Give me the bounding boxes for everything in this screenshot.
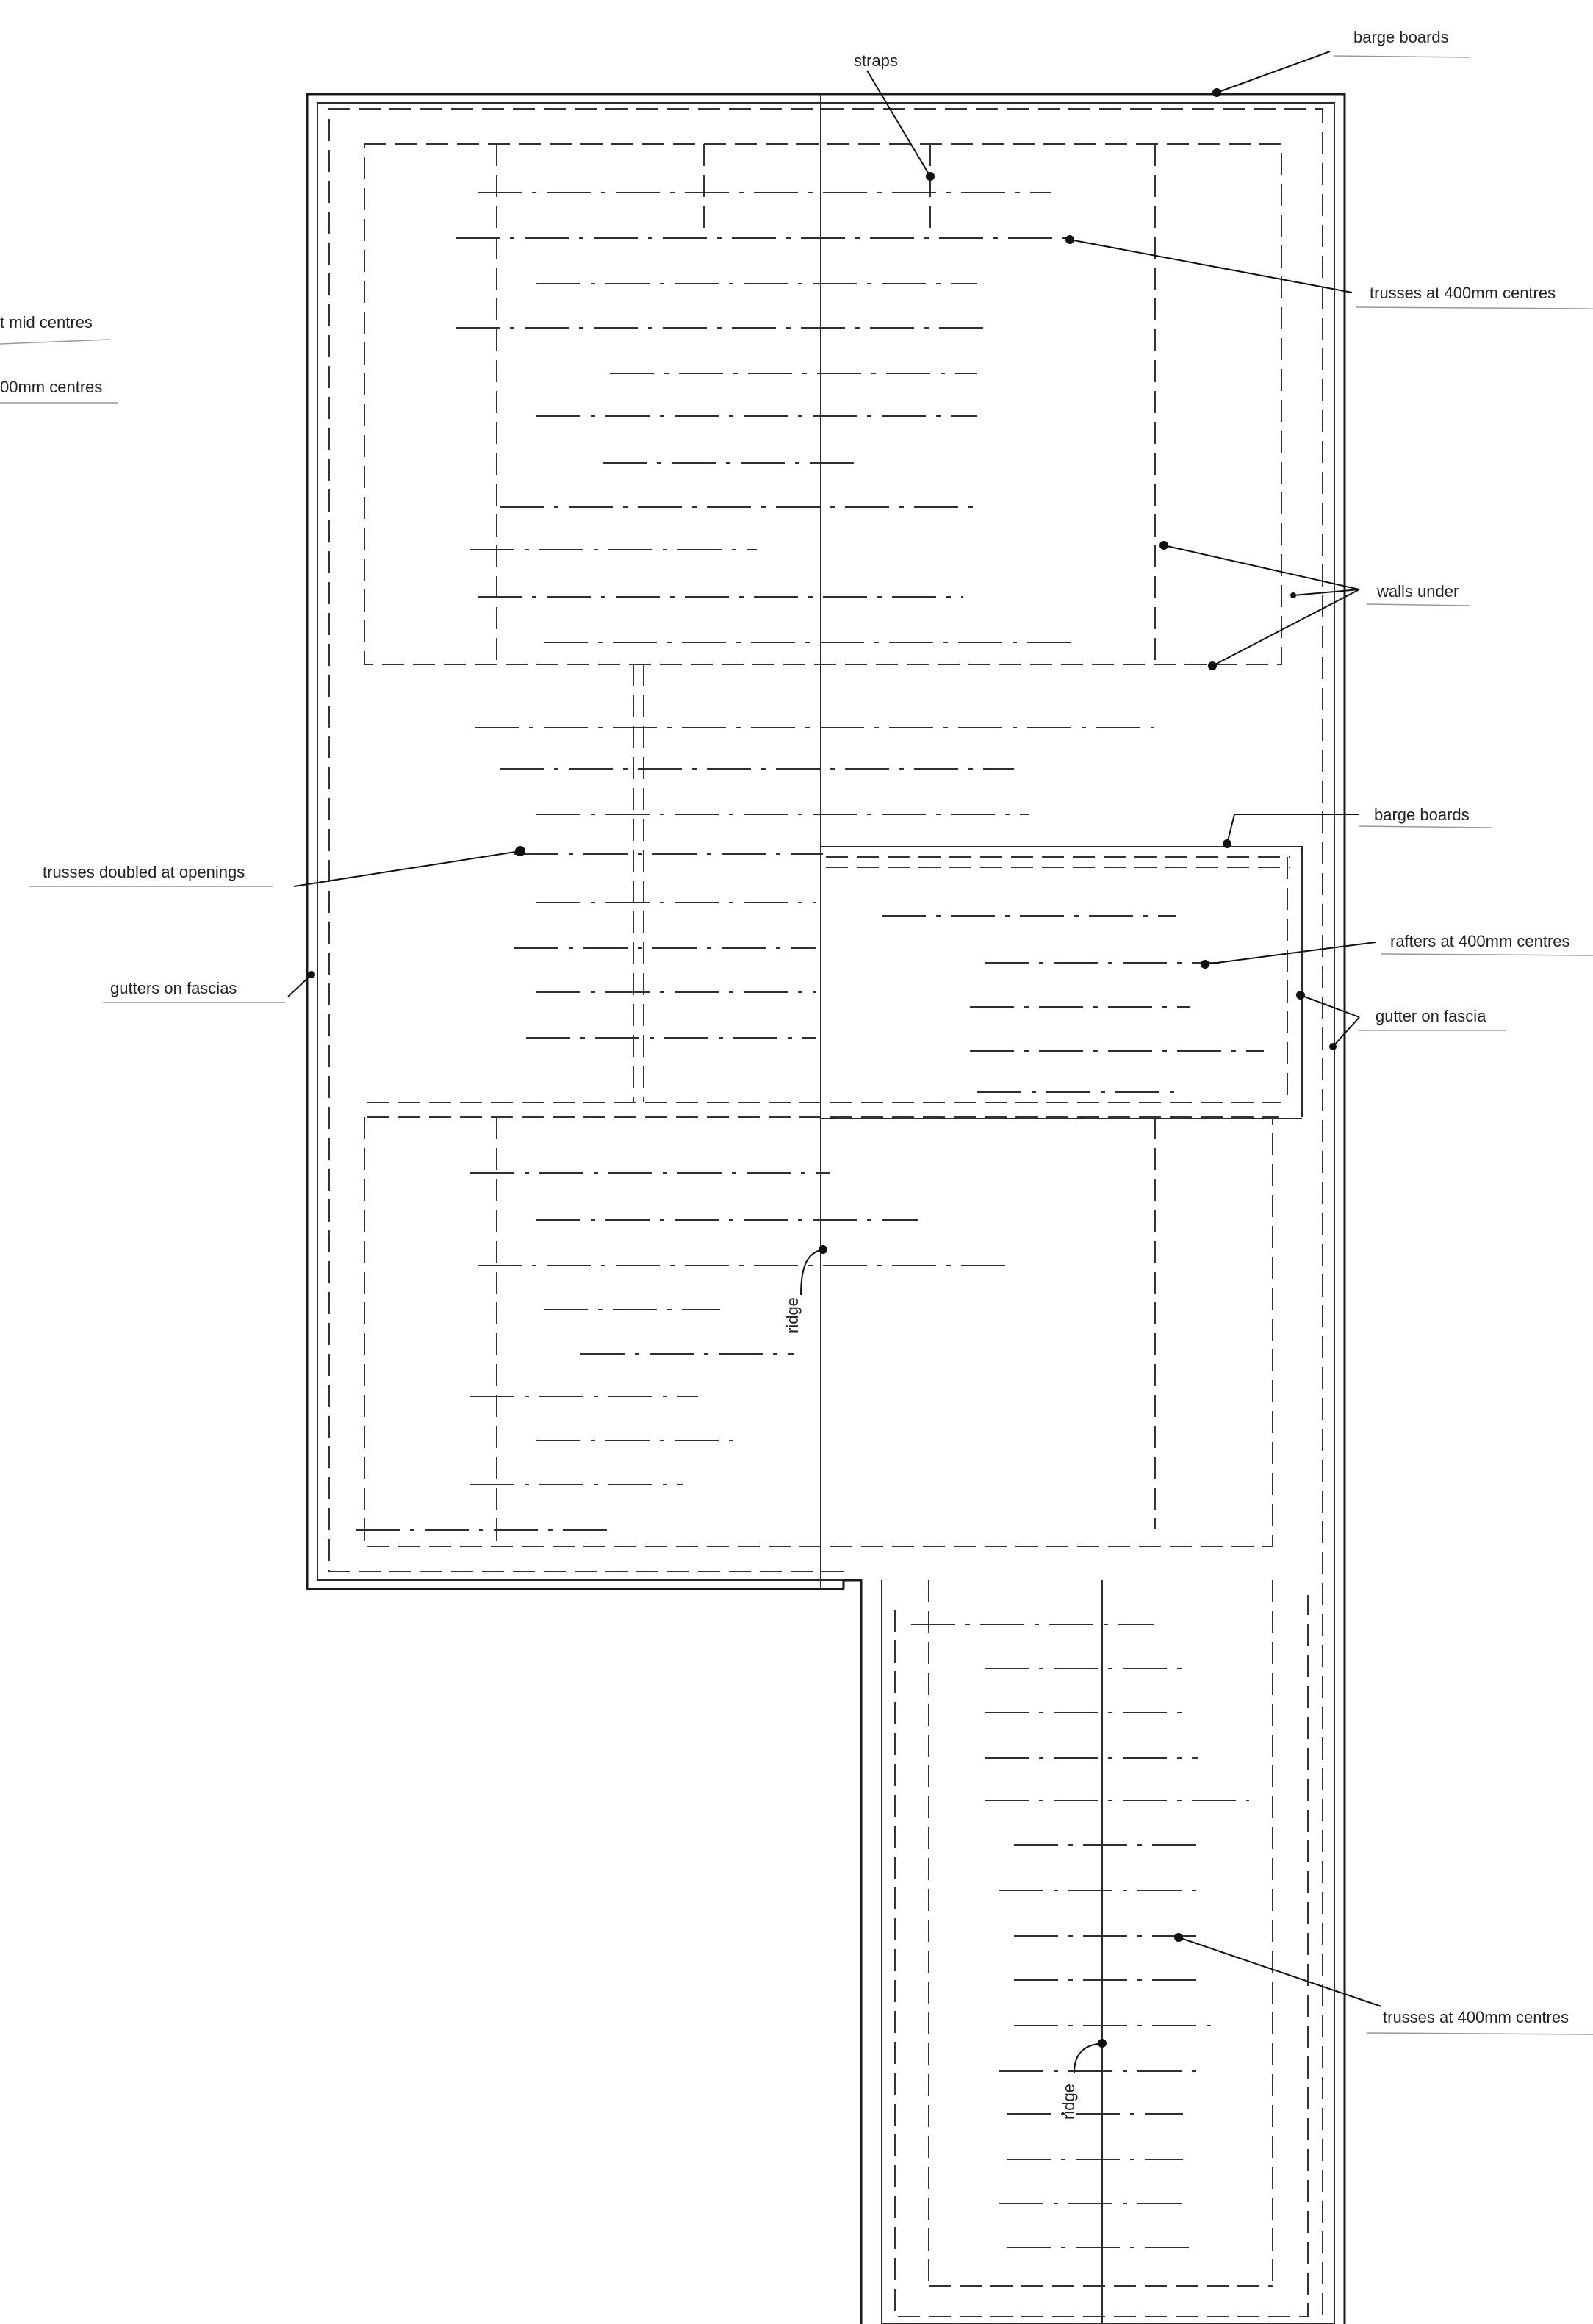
label-trusses-top: trusses at 400mm centres — [1370, 284, 1556, 302]
label-rafters: rafters at 400mm centres — [1390, 932, 1570, 950]
rafter-lines — [882, 915, 1264, 1093]
ridge-lines — [820, 94, 1103, 2324]
annotation-labels: barge boards straps trusses at 400mm cen… — [0, 28, 1593, 2120]
label-ridge-main: ridge — [783, 1297, 802, 1333]
label-barge-boards-mid: barge boards — [1374, 806, 1470, 824]
label-trusses-doubled: trusses doubled at openings — [43, 863, 245, 881]
walls-under-lines — [364, 143, 1282, 2287]
main-roof-outline — [306, 93, 1346, 2324]
truss-lines-middle — [475, 727, 1154, 1039]
truss-lines-top — [456, 192, 1073, 643]
truss-lines-wing — [911, 1624, 1249, 2248]
side-hip-section — [821, 846, 1303, 1119]
wing-roof-outline — [842, 1579, 1334, 2324]
label-cut-left-2: 00mm centres — [0, 378, 102, 396]
leader-lines — [287, 51, 1382, 2324]
opening-trimmers — [633, 144, 931, 1102]
label-ridge-wing: ridge — [1060, 2084, 1078, 2120]
label-cut-left-1: t mid centres — [0, 313, 93, 331]
label-trusses-bottom: trusses at 400mm centres — [1383, 2008, 1569, 2026]
label-barge-boards-top: barge boards — [1353, 28, 1449, 46]
label-walls-under: walls under — [1376, 582, 1459, 600]
label-straps: straps — [854, 51, 898, 70]
truss-lines-lower — [356, 1172, 1014, 1531]
fascia-outline — [328, 108, 1323, 2324]
label-gutters-fascias: gutters on fascias — [110, 979, 237, 997]
label-gutter-fascia: gutter on fascia — [1376, 1007, 1486, 1025]
